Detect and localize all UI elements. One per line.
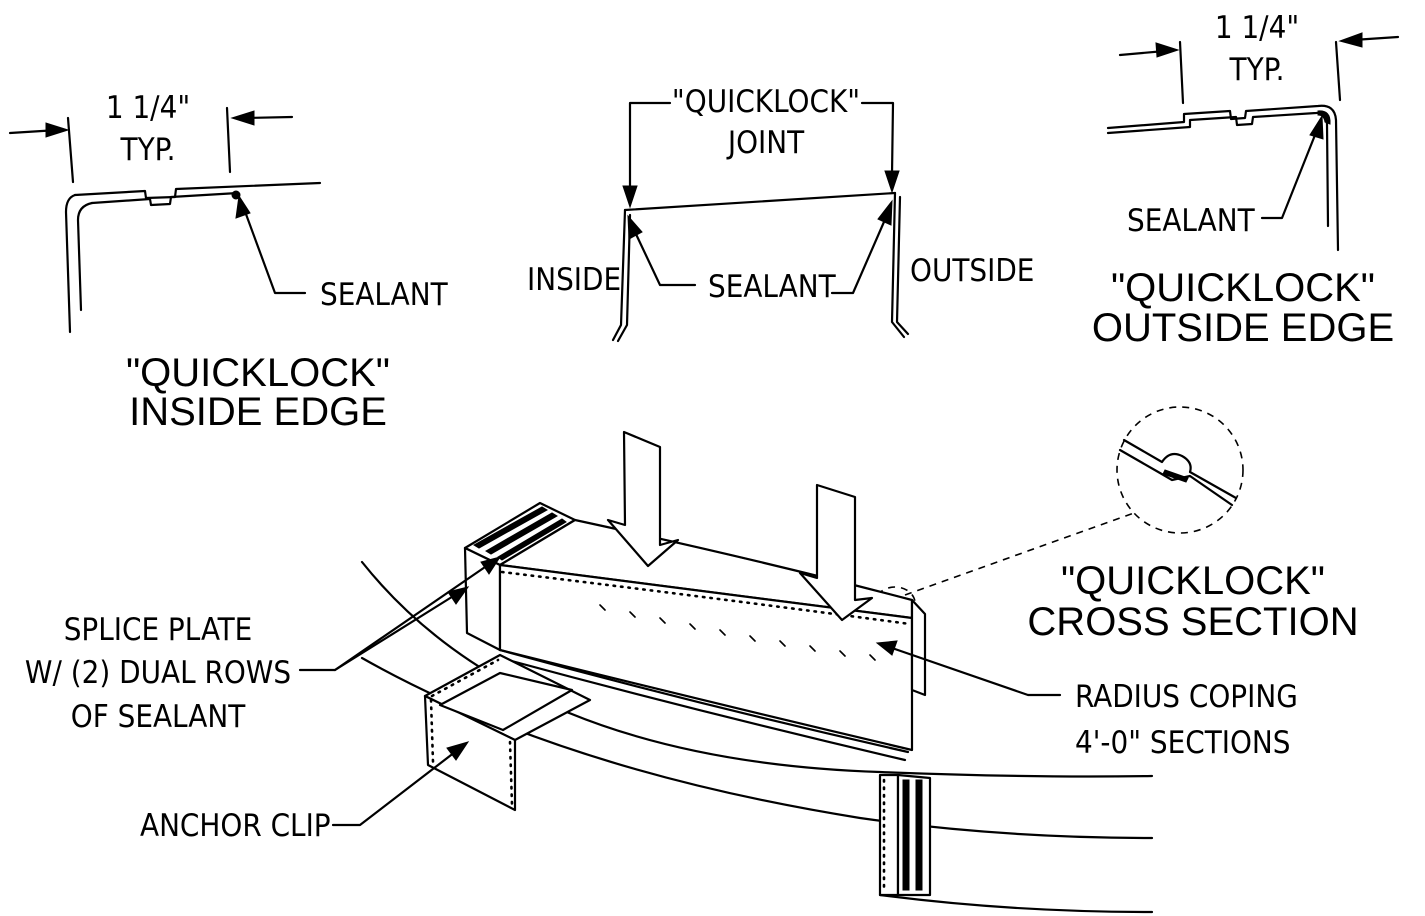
dim-extension-right <box>225 106 232 174</box>
wall-arc-inner <box>878 893 1154 914</box>
sealant-bead <box>231 190 241 200</box>
splice-arrowhead-2 <box>480 556 502 575</box>
sealant-row-3 <box>497 518 567 561</box>
typ-label: TYP. <box>1229 52 1285 88</box>
flashing-top-line <box>1106 104 1340 252</box>
anchor-label: ANCHOR CLIP <box>140 808 331 844</box>
joint-leader-left <box>628 101 672 192</box>
inside-edge-title-2: INSIDE EDGE <box>129 390 387 434</box>
joint-title-2: JOINT <box>726 125 805 161</box>
coping-drip-edge <box>498 648 910 754</box>
sealant-row-2 <box>485 512 558 555</box>
outside-label: OUTSIDE <box>910 253 1034 289</box>
section-line-top <box>1122 438 1238 500</box>
flashing-top-line <box>73 181 322 200</box>
sealant-arrowhead <box>1309 114 1324 140</box>
section-line-bottom <box>1118 448 1234 507</box>
anchor-clip-face <box>423 694 517 812</box>
load-arrow-left <box>606 430 680 568</box>
joint-title-1: "QUICKLOCK" <box>672 84 860 120</box>
dim-extension-right <box>1334 40 1342 102</box>
sealant-arrowhead <box>235 194 251 219</box>
joint-right-leg-inner <box>895 195 910 336</box>
anchor-leader <box>331 750 457 827</box>
sealant-arrowhead-left <box>627 214 643 240</box>
sealant-label: SEALANT <box>1127 203 1256 239</box>
inside-label: INSIDE <box>527 262 621 298</box>
detail-bubble <box>1116 406 1244 534</box>
dim-arrowhead-left <box>45 122 70 138</box>
anchor-clip-fasteners-left <box>429 698 435 764</box>
sealant-arrowhead-right <box>877 199 893 226</box>
splice-label-3: OF SEALANT <box>71 699 246 735</box>
outside-edge-detail: 1 1/4" TYP. SEALANT "QUICKLOCK" OUTSIDE … <box>1092 10 1400 350</box>
radius-label-1: RADIUS COPING <box>1075 679 1298 715</box>
splice-label-2: W/ (2) DUAL ROWS <box>25 655 291 691</box>
flashing-bend-outer <box>64 193 77 334</box>
splice-arrowhead <box>447 586 470 605</box>
radius-arrowhead <box>875 640 898 656</box>
cross-section-title-1: "QUICKLOCK" <box>1061 559 1325 603</box>
sealant-bead <box>1317 110 1331 125</box>
wall-arc-outer <box>360 560 1154 778</box>
section-sealant <box>1162 469 1189 483</box>
right-splice-sealant-2 <box>915 779 923 891</box>
inside-edge-detail: 1 1/4" TYP. SEALANT "QUICKLOCK" INSIDE E… <box>8 90 449 434</box>
inside-edge-title-1: "QUICKLOCK" <box>126 351 390 395</box>
coping-assembly <box>360 430 1154 914</box>
sealant-leader <box>241 204 307 295</box>
splice-leader-2 <box>333 563 490 672</box>
joint-left-leg <box>611 208 627 342</box>
right-splice-sealant-1 <box>902 779 910 891</box>
dim-extension-left <box>1178 40 1185 105</box>
detail-leader-dashed <box>904 512 1135 596</box>
coping-hidden-edge <box>574 519 913 601</box>
joint-sealant-label: SEALANT <box>708 269 837 305</box>
joint-top-line <box>623 191 897 212</box>
coping-top-hatch <box>599 604 876 661</box>
dimension-label: 1 1/4" <box>106 90 190 126</box>
joint-right-leg <box>890 191 906 339</box>
flashing-bend-inner <box>76 201 94 312</box>
coping-end-return <box>910 598 927 697</box>
joint-arrowhead-left <box>622 185 638 209</box>
cross-section-detail: "QUICKLOCK" CROSS SECTION <box>874 406 1359 644</box>
callouts: SPLICE PLATE W/ (2) DUAL ROWS OF SEALANT… <box>25 556 1298 844</box>
radius-label-2: 4'-0" SECTIONS <box>1075 725 1290 761</box>
sealant-leader <box>1260 128 1319 220</box>
coping-fastener-row <box>500 570 912 626</box>
joint-leader-right <box>860 101 895 177</box>
anchor-arrowhead <box>446 741 470 761</box>
splice-label-1: SPLICE PLATE <box>64 612 253 648</box>
flashing-bottom-line <box>90 191 240 207</box>
load-arrow-right <box>798 483 874 622</box>
outside-edge-title-1: "QUICKLOCK" <box>1111 266 1375 310</box>
dim-arrowhead-right <box>230 110 255 126</box>
sealant-leader-left <box>633 230 697 287</box>
anchor-clip-fasteners-right <box>508 740 514 807</box>
outside-edge-title-2: OUTSIDE EDGE <box>1092 306 1394 350</box>
joint-arrowhead-right <box>884 170 900 194</box>
dim-arrowhead-right <box>1338 32 1363 48</box>
right-splice-body <box>878 773 900 897</box>
dim-arrowhead-left <box>1155 42 1180 58</box>
joint-detail: "QUICKLOCK" JOINT INSIDE SEALANT OUTSIDE <box>527 84 1034 343</box>
joint-left-leg-inner <box>616 213 632 343</box>
coping-drip-edge-2 <box>506 658 907 762</box>
anchor-clip-tab <box>438 671 574 732</box>
anchor-clip-fasteners-top <box>430 658 500 698</box>
sealant-row-1 <box>473 506 548 549</box>
cross-section-title-2: CROSS SECTION <box>1027 600 1358 644</box>
radius-leader <box>890 646 1062 697</box>
sealant-leader-right <box>830 213 889 295</box>
typ-label: TYP. <box>120 132 176 168</box>
dim-extension-left <box>66 116 75 184</box>
dimension-label: 1 1/4" <box>1215 10 1299 46</box>
sealant-label: SEALANT <box>320 277 449 313</box>
